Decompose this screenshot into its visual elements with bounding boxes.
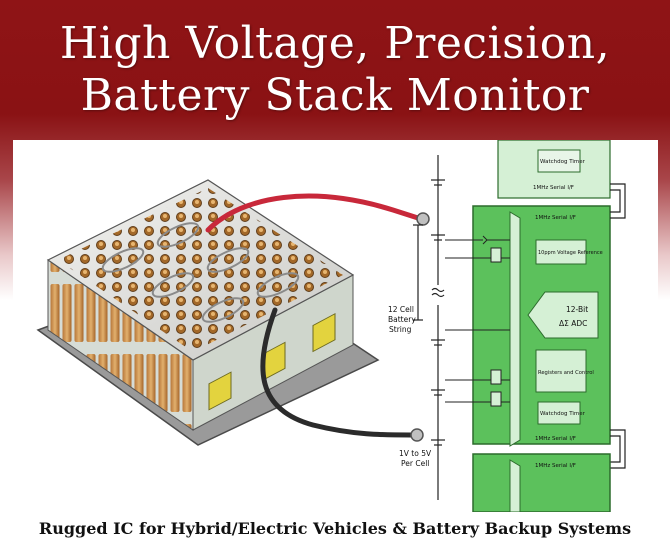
adc-label-2: ΔΣ ADC: [559, 319, 587, 328]
cell-string-line: [413, 155, 445, 500]
black-cable-lug: [410, 428, 424, 442]
registers-box: [535, 349, 587, 393]
title-line-1: High Voltage, Precision,: [59, 18, 611, 69]
chip-main-mux: [509, 211, 521, 447]
illustration-panel: 12 Cell Battery String 1V to 5V Per Cell…: [13, 139, 658, 513]
battery-terminals: [58, 188, 343, 352]
chip-main-watchdog-box: [537, 401, 581, 425]
chip-main-switches: [445, 235, 510, 407]
reference-box: [535, 239, 587, 265]
chip-top-watchdog-label: Watchdog Timer: [540, 159, 586, 165]
chip-main-watchdog-label: Watchdog Timer: [540, 411, 586, 417]
adc-label-1: 12-Bit: [566, 305, 588, 314]
registers-label: Registers and Control: [538, 370, 594, 376]
per-cell-label-2: Per Cell: [401, 459, 429, 468]
chip-top-serial-label: 1MHz Serial I/F: [533, 185, 574, 191]
title-line-2: Battery Stack Monitor: [80, 70, 590, 121]
schematic: 12 Cell Battery String 1V to 5V Per Cell…: [388, 139, 626, 513]
battery-busbars: [101, 222, 300, 323]
per-cell-label-1: 1V to 5V: [399, 449, 432, 458]
illustration-svg: 12 Cell Battery String 1V to 5V Per Cell…: [36, 139, 626, 513]
red-cable: [205, 193, 421, 233]
black-cable: [260, 307, 414, 438]
battery-labels: [208, 313, 336, 411]
chip-bottom: [472, 453, 611, 513]
red-cable-lug: [416, 212, 430, 226]
serial-daisy-chain: [610, 183, 626, 469]
cell-string-label-1: 12 Cell: [388, 305, 414, 314]
battery-pack: [36, 179, 430, 446]
cell-string-label-2: Battery: [388, 315, 416, 324]
chip-bottom-mux: [509, 459, 521, 513]
caption: Rugged IC for Hybrid/Electric Vehicles &…: [38, 519, 632, 538]
adc-block: [527, 291, 599, 339]
chip-bottom-serial-label: 1MHz Serial I/F: [535, 463, 576, 469]
chip-main-serial-bottom-label: 1MHz Serial I/F: [535, 436, 576, 442]
cell-string-label-3: String: [389, 325, 412, 334]
chip-main-serial-label: 1MHz Serial I/F: [535, 215, 576, 221]
reference-label: 10ppm Voltage Reference: [538, 250, 603, 256]
chip-top-watchdog-box: [537, 149, 581, 173]
